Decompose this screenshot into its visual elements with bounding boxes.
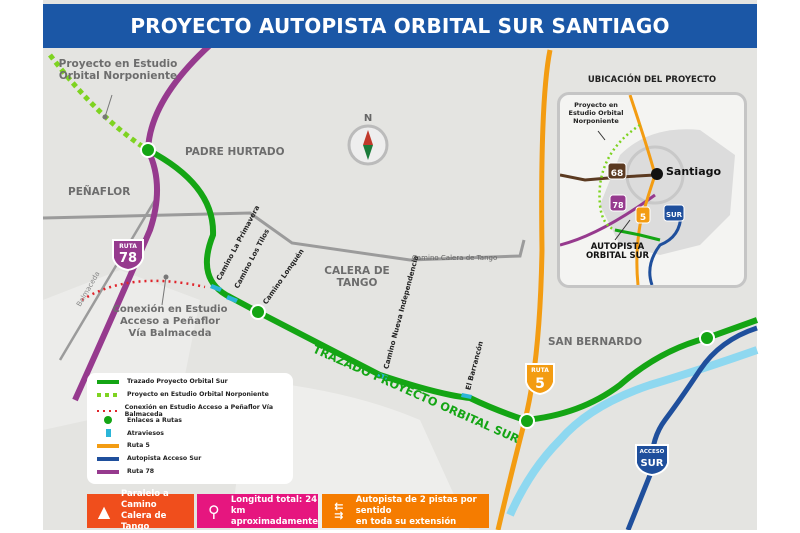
legend-item: Conexión en Estudio Acceso a Peñaflor Ví…	[97, 404, 293, 418]
place-calera-de-tango: CALERA DE TANGO	[324, 265, 390, 289]
lanes-arrows-icon: ⇇⇉	[334, 500, 344, 522]
balmaceda-road	[58, 194, 160, 361]
atravieso-icon	[461, 393, 472, 399]
inset-city-label: Santiago	[666, 165, 722, 178]
solid-green-line-icon	[97, 379, 119, 384]
road-icon: ▲	[97, 501, 111, 521]
legend-label: Ruta 5	[127, 442, 150, 449]
callout-line	[104, 94, 113, 118]
orange-line-icon	[97, 443, 119, 448]
legend-item: Ruta 5	[97, 442, 150, 449]
santiago-region-shape	[600, 129, 735, 255]
legend-item: Trazado Proyecto Orbital Sur	[97, 378, 228, 385]
place-san-bernardo: SAN BERNARDO	[548, 336, 643, 348]
legend-label: Proyecto en Estudio Orbital Norponiente	[127, 391, 269, 398]
info-text: Paralelo a Camino	[120, 489, 169, 510]
location-inset-map: 68 78 5 SUR Santiago Proyecto en Estudio…	[557, 92, 747, 288]
route-pin-icon: ⚲	[208, 501, 220, 521]
inset-title: UBICACIÓN DEL PROYECTO	[587, 75, 717, 85]
interchange-dot	[519, 413, 535, 429]
dashed-lightgreen-line-icon	[97, 392, 119, 397]
acceso-sur-line	[625, 325, 758, 530]
camino-calera-de-tango-road	[42, 211, 526, 262]
legend-item: Enlaces a Rutas	[97, 416, 182, 424]
acceso-sur-shield: ACCESO SUR	[635, 444, 669, 477]
legend-label: Atraviesos	[127, 429, 164, 437]
balmaceda-callout: Conexión en Estudio Acceso a Peñaflor Ví…	[112, 304, 228, 339]
interchange-dot	[699, 330, 715, 346]
legend-label: Autopista Acceso Sur	[127, 455, 202, 462]
svg-text:ACCESO: ACCESO	[640, 449, 665, 455]
map-legend: Trazado Proyecto Orbital Sur Proyecto en…	[87, 373, 293, 484]
green-dot-icon	[97, 416, 119, 424]
ruta-5-line	[495, 49, 553, 530]
inset-shield-78: 78	[612, 201, 624, 210]
info-text: aproximadamente	[230, 516, 318, 527]
compass-north-label: N	[364, 113, 372, 124]
legend-item: Proyecto en Estudio Orbital Norponiente	[97, 391, 269, 398]
svg-text:RUTA: RUTA	[531, 367, 549, 374]
place-penaflor: PEÑAFLOR	[68, 186, 131, 198]
norponiente-line	[48, 53, 150, 153]
svg-text:78: 78	[119, 251, 137, 266]
legend-label: Enlaces a Rutas	[127, 416, 182, 424]
inset-shield-68: 68	[611, 169, 624, 179]
info-text: Calera de Tango	[120, 511, 167, 532]
santiago-dot	[651, 168, 663, 180]
page-title: PROYECTO AUTOPISTA ORBITAL SUR SANTIAGO	[43, 4, 757, 48]
legend-label: Ruta 78	[127, 468, 155, 475]
norponiente-callout: Proyecto en Estudio Orbital Norponiente	[58, 58, 178, 82]
info-text: Longitud total: 24 km	[230, 494, 318, 516]
info-text: en toda su extensión	[355, 516, 457, 527]
purple-line-icon	[97, 469, 119, 474]
inset-norponiente-label: Proyecto en Estudio Orbital Norponiente	[568, 101, 624, 125]
legend-label: Conexión en Estudio Acceso a Peñaflor Ví…	[124, 404, 274, 418]
interchange-dot	[140, 142, 156, 158]
legend-item: Atraviesos	[97, 429, 164, 437]
callout-line	[161, 276, 167, 306]
blue-line-icon	[97, 456, 119, 461]
place-padre-hurtado: PADRE HURTADO	[185, 146, 285, 158]
legend-item: Ruta 78	[97, 468, 154, 475]
ruta-5-shield: RUTA 5	[525, 363, 555, 396]
svg-text:5: 5	[535, 376, 545, 392]
interchange-dot	[250, 304, 266, 320]
dotted-red-line-icon	[97, 410, 117, 412]
ruta-78-shield: RUTA 78	[112, 239, 144, 272]
inset-shield-5: 5	[640, 213, 646, 223]
road-label-calera: Camino Calera de Tango	[412, 254, 498, 262]
ruta-78-line	[72, 42, 213, 402]
atravieso-icon	[210, 278, 222, 294]
atravieso-icon	[226, 295, 238, 303]
svg-text:RUTA: RUTA	[119, 243, 137, 250]
info-text: Autopista de 2 pistas por sentido	[355, 494, 477, 516]
legend-item: Autopista Acceso Sur	[97, 455, 201, 462]
balmaceda-connection-line	[81, 279, 206, 302]
atravieso-icon	[376, 372, 388, 380]
legend-label: Trazado Proyecto Orbital Sur	[127, 378, 228, 385]
inset-shield-sur: SUR	[666, 211, 683, 219]
atravieso-icon	[97, 429, 119, 437]
inset-orbital-label: AUTOPISTA ORBITAL SUR	[585, 242, 650, 261]
svg-text:SUR: SUR	[640, 458, 663, 469]
